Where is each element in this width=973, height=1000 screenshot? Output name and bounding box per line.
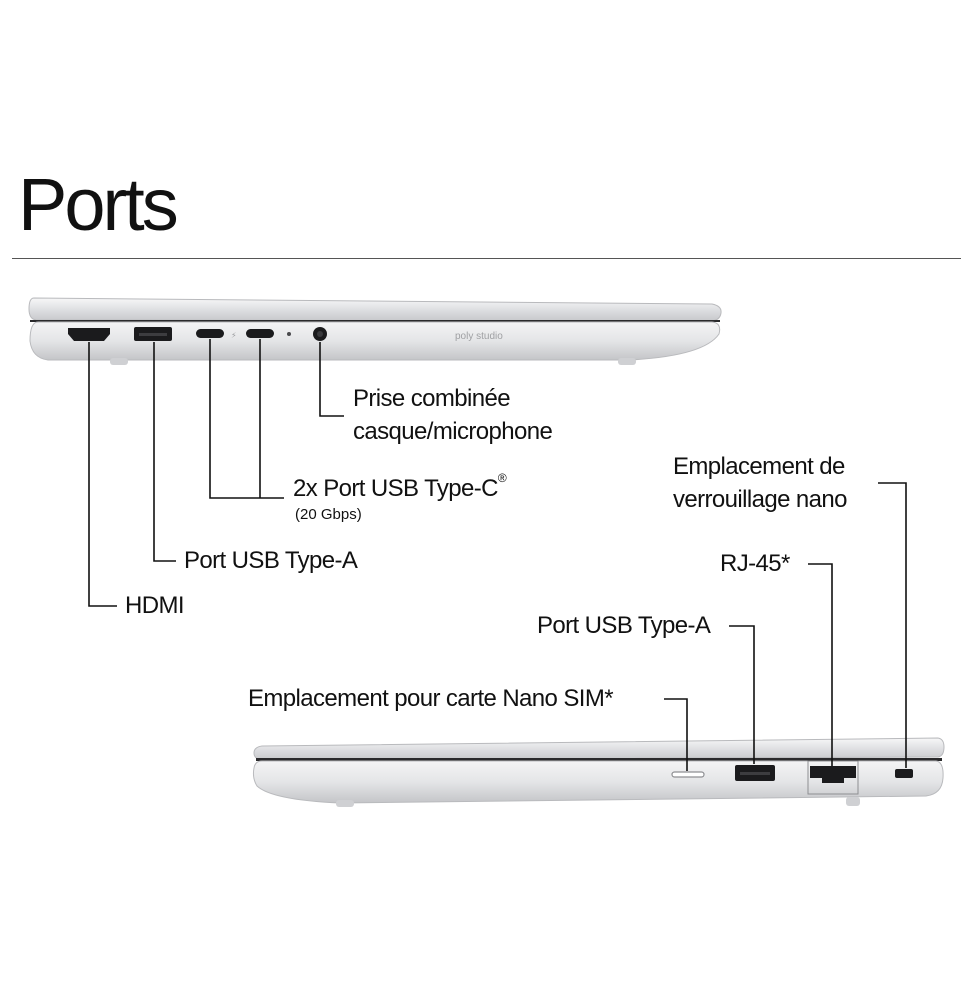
usb-c-port-1 xyxy=(196,329,224,338)
laptop-right-hinge-gap xyxy=(256,758,942,761)
usb-c-speed-label: (20 Gbps) xyxy=(295,506,362,523)
leader-rj45 xyxy=(808,563,833,766)
usb-a-port-left-tongue xyxy=(139,333,167,336)
hdmi-label: HDMI xyxy=(125,592,185,619)
nano-sim-label: Emplacement pour carte Nano SIM* xyxy=(248,685,614,712)
nano-lock-label-line1: Emplacement de xyxy=(673,453,845,480)
nano-lock-slot xyxy=(895,769,913,778)
usb-c-label: 2x Port USB Type-C® xyxy=(293,471,507,505)
nano-lock-label-line2: verrouillage nano xyxy=(673,486,848,514)
usb-c-label-text: 2x Port USB Type-C xyxy=(293,475,498,502)
nano-lock-label: Emplacement de verrouillage nano xyxy=(673,450,848,516)
usb-c-port-2 xyxy=(246,329,274,338)
right-view-foot-2 xyxy=(846,797,860,806)
laptop-left-side-view: ⚡ poly studio xyxy=(28,297,722,607)
right-view-foot-1 xyxy=(336,800,354,807)
audio-jack-label-line2: casque/microphone xyxy=(353,418,553,446)
leader-usb-a-left xyxy=(153,342,176,562)
rj45-door xyxy=(807,760,859,795)
hdmi-port xyxy=(68,328,110,341)
usb-a-port-right-tongue xyxy=(740,772,770,775)
audio-jack-label: Prise combinée casque/microphone xyxy=(353,382,553,448)
page-title: Ports xyxy=(18,163,179,246)
audio-jack-port-center xyxy=(317,331,323,337)
laptop-right-lid xyxy=(253,737,945,761)
leader-audio-jack xyxy=(319,342,344,417)
laptop-left-hinge-gap xyxy=(30,320,720,322)
status-led xyxy=(287,332,291,336)
leader-nano-sim xyxy=(664,698,688,771)
laptop-left-base xyxy=(29,321,721,361)
usb-c-speed-mark: ⚡ xyxy=(231,331,237,340)
left-foot xyxy=(110,358,128,365)
right-leader-lines xyxy=(664,482,907,771)
audio-jack-label-line1: Prise combinée xyxy=(353,385,511,412)
laptop-right-side-view xyxy=(252,482,945,807)
right-foot xyxy=(618,358,636,365)
leader-hdmi xyxy=(88,342,117,607)
rj45-port xyxy=(810,766,856,783)
usb-c-registered-mark: ® xyxy=(497,471,507,485)
brand-text: poly studio xyxy=(455,331,503,342)
usb-a-left-label: Port USB Type-A xyxy=(184,547,358,574)
leader-usb-a-right xyxy=(729,625,755,764)
nano-sim-slot xyxy=(671,771,705,778)
laptop-left-lid xyxy=(28,297,722,322)
rj45-label: RJ-45* xyxy=(720,550,790,577)
leader-nano-lock xyxy=(878,482,907,768)
usb-a-right-label: Port USB Type-A xyxy=(537,612,711,639)
leader-usb-c-1 xyxy=(209,339,284,499)
left-leader-lines xyxy=(88,339,344,607)
title-divider xyxy=(12,258,961,259)
